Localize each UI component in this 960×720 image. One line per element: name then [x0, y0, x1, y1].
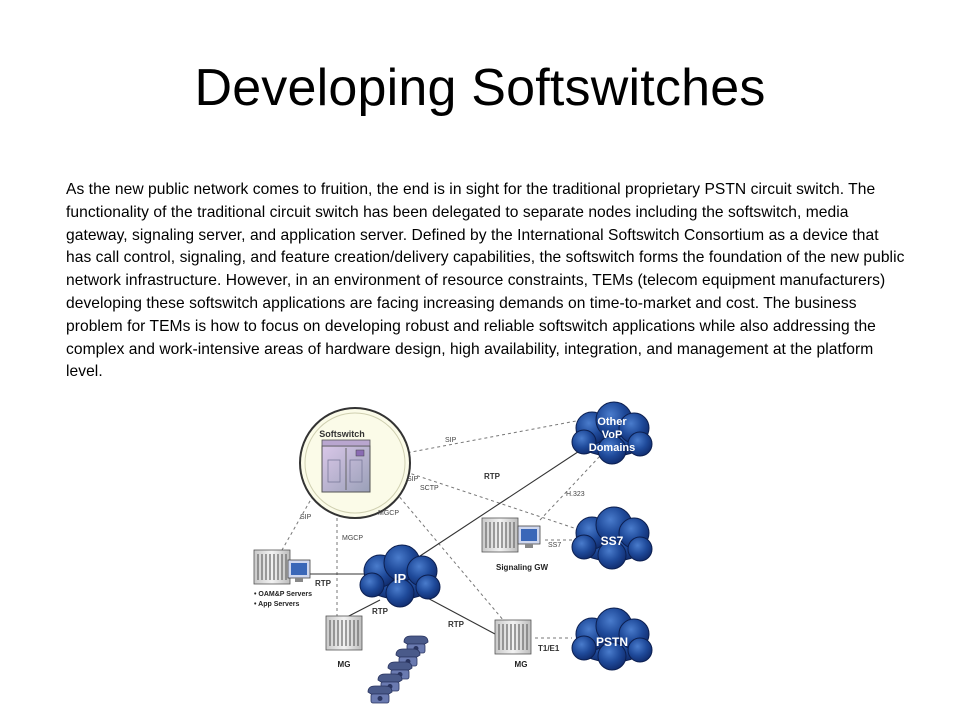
- link-label-rtp-bottom: RTP: [448, 620, 465, 629]
- link-label-rtp-left: RTP: [315, 579, 332, 588]
- voip-cloud-label-1: Other: [597, 416, 627, 428]
- app-servers-device: • OAM&P Servers • App Servers: [253, 549, 312, 608]
- link-softswitch-voip: [389, 417, 593, 457]
- pstn-cloud: PSTN: [571, 607, 653, 671]
- ss7-cloud-label: SS7: [601, 534, 624, 548]
- link-label-sip-mid: SIP: [407, 476, 419, 483]
- ip-cloud: IP: [359, 544, 441, 608]
- monitor-icon: [517, 525, 541, 548]
- link-label-sip-left: SIP: [300, 514, 312, 521]
- ip-cloud-label: IP: [394, 571, 407, 586]
- mg-left-device: MG: [325, 615, 363, 669]
- link-label-mgcp-right: MGCP: [378, 510, 399, 517]
- link-ip-mg-right: [419, 593, 496, 635]
- link-label-sip-top: SIP: [445, 437, 457, 444]
- monitor-icon: [287, 559, 311, 582]
- link-label-rtp-top: RTP: [484, 472, 501, 481]
- link-label-t1e1: T1/E1: [538, 644, 560, 653]
- signaling-gw-label: Signaling GW: [496, 563, 548, 572]
- link-label-mgcp-left: MGCP: [342, 535, 363, 542]
- mg-right-device: MG: [494, 619, 532, 669]
- mg-left-label: MG: [338, 660, 351, 669]
- slide-title: Developing Softswitches: [194, 59, 766, 117]
- link-ip-voip: [419, 439, 597, 557]
- telephone-icons: [367, 635, 429, 704]
- link-label-sctp: SCTP: [420, 485, 439, 492]
- mg-right-label: MG: [515, 660, 528, 669]
- ss7-cloud: SS7: [571, 506, 653, 570]
- softswitch-label: Softswitch: [319, 429, 365, 439]
- link-sgw-voip: [539, 455, 601, 521]
- server-list-item-app: • App Servers: [254, 601, 299, 608]
- link-ip-mg-left: [344, 599, 381, 619]
- slide-body-text: As the new public network comes to fruit…: [66, 181, 905, 381]
- voip-domains-cloud: Other VoP Domains: [571, 401, 653, 465]
- signaling-gw-device: Signaling GW: [481, 517, 548, 572]
- link-label-ss7: SS7: [548, 542, 561, 549]
- link-label-h323: H.323: [566, 491, 585, 498]
- telephone-icon: [367, 685, 393, 704]
- link-label-rtp-mid: RTP: [372, 607, 389, 616]
- softswitch-cabinet-icon: [321, 439, 371, 493]
- server-list-item-oamp: • OAM&P Servers: [254, 591, 312, 598]
- voip-cloud-label-3: Domains: [589, 442, 635, 454]
- voip-cloud-label-2: VoP: [602, 429, 623, 441]
- softswitch-node: Softswitch: [299, 407, 411, 519]
- link-softswitch-ss7: [399, 469, 581, 531]
- link-lines: [281, 417, 601, 641]
- pstn-cloud-label: PSTN: [596, 635, 628, 649]
